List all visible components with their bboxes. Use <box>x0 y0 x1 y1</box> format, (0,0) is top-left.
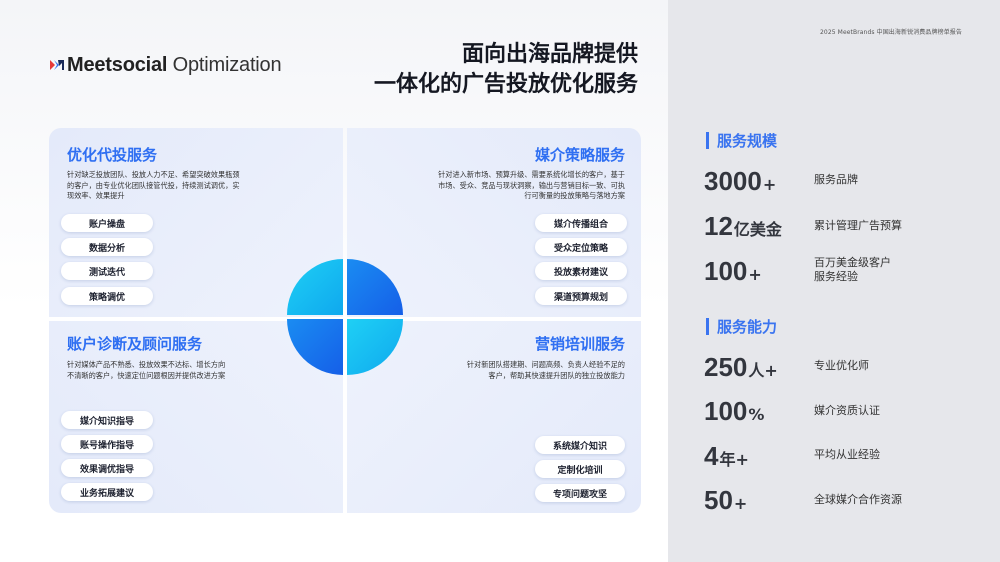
service-tag: 专项问题攻坚 <box>535 484 625 502</box>
stat-unit: % <box>748 405 765 424</box>
stat-number: 100 <box>704 256 748 286</box>
stat-million-clients: 100 + <box>704 256 762 287</box>
headline: 面向出海品牌提供 一体化的广告投放优化服务 <box>374 40 638 100</box>
section-title: 服务规模 <box>717 132 778 150</box>
quadrant-account-diagnosis: 账户诊断及顾问服务 针对媒体产品不熟悉、投放效果不达标、增长方向 不清晰的客户，… <box>49 321 343 513</box>
stat-label: 服务品牌 <box>814 173 858 186</box>
right-panel <box>668 0 1000 562</box>
logo-text-bold: Meetsocial <box>67 53 168 76</box>
quadrant-desc: 针对进入新市场、预算升级、需要系统化增长的客户，基于 市场、受众、竞品与现状洞察… <box>361 170 625 202</box>
stat-label: 平均从业经验 <box>814 448 880 461</box>
desc-line: 针对新团队搭建期、问题高频、负责人经验不足的 <box>466 360 625 369</box>
service-tag: 账户操盘 <box>61 214 153 232</box>
stat-unit: + <box>748 265 762 284</box>
stat-unit: 亿美金 <box>733 220 782 239</box>
headline-line-2: 一体化的广告投放优化服务 <box>373 72 638 97</box>
headline-line-1: 面向出海品牌提供 <box>461 42 638 67</box>
service-tag: 效果调优指导 <box>61 459 153 477</box>
circle-quarter-top-left <box>287 259 343 315</box>
service-tag: 测试迭代 <box>61 262 153 280</box>
quadrant-desc: 针对新团队搭建期、问题高频、负责人经验不足的 客户，帮助其快速提升团队的独立投放… <box>361 360 625 381</box>
stat-number: 12 <box>704 211 733 241</box>
stat-unit: + <box>733 494 748 513</box>
stat-label: 百万美金级客户 服务经验 <box>814 256 891 284</box>
quadrant-circle-graphic <box>287 259 403 375</box>
stat-number: 3000 <box>704 166 762 196</box>
service-tag: 业务拓展建议 <box>61 483 153 501</box>
service-tag: 媒介知识指导 <box>61 411 153 429</box>
service-tag: 账号操作指导 <box>61 435 153 453</box>
section-capability-header: 服务能力 <box>706 316 777 337</box>
stat-certification: 100 % <box>704 396 764 427</box>
stat-brands: 3000 + <box>704 166 776 197</box>
section-scale-header: 服务规模 <box>706 130 777 151</box>
desc-line: 现效率、效果提升 <box>67 191 125 200</box>
service-quadrant-board: 优化代投服务 针对缺乏投放团队、投放人力不足、希望突破效果瓶颈 的客户，由专业优… <box>49 128 641 513</box>
quadrant-title: 账户诊断及顾问服务 <box>67 335 203 353</box>
quadrant-title: 优化代投服务 <box>67 146 158 164</box>
stat-label: 专业优化师 <box>814 359 869 372</box>
stat-number: 4 <box>704 441 719 471</box>
quadrant-desc: 针对媒体产品不熟悉、投放效果不达标、增长方向 不清晰的客户，快速定位问题根因并提… <box>67 360 327 381</box>
stat-label: 累计管理广告预算 <box>814 219 902 232</box>
logo-text-light: Optimization <box>167 53 282 76</box>
service-tag: 渠道预算规划 <box>535 287 627 305</box>
section-accent-bar <box>706 132 709 149</box>
stat-label: 全球媒介合作资源 <box>814 493 902 506</box>
service-tag: 投放素材建议 <box>535 262 627 280</box>
logo-text: Meetsocial Optimization <box>67 53 282 77</box>
stat-label-line: 百万美金级客户 <box>814 256 891 269</box>
service-tag: 数据分析 <box>61 238 153 256</box>
circle-quarter-top-right <box>347 259 403 315</box>
stat-optimizers: 250 人+ <box>704 352 778 383</box>
quadrant-desc: 针对缺乏投放团队、投放人力不足、希望突破效果瓶颈 的客户，由专业优化团队接管代投… <box>67 170 327 202</box>
desc-line: 针对缺乏投放团队、投放人力不足、希望突破效果瓶颈 <box>67 170 240 179</box>
desc-line: 针对媒体产品不熟悉、投放效果不达标、增长方向 <box>67 360 226 369</box>
desc-line: 针对进入新市场、预算升级、需要系统化增长的客户，基于 <box>438 170 625 179</box>
stat-number: 250 <box>704 352 748 382</box>
circle-quarter-bottom-left <box>287 319 343 375</box>
section-title: 服务能力 <box>717 318 778 336</box>
report-title: 2025 MeetBrands 中国出海新锐消费品牌榜单报告 <box>820 29 962 36</box>
stat-unit: 年+ <box>719 450 749 469</box>
stat-label-line: 服务经验 <box>814 270 858 283</box>
meetsocial-logo-icon <box>50 60 64 70</box>
desc-line: 客户，帮助其快速提升团队的独立投放能力 <box>488 370 625 380</box>
desc-line: 行可衡量的投放策略与落地方案 <box>524 191 625 200</box>
circle-quarter-bottom-right <box>347 319 403 375</box>
quadrant-managed-ads: 优化代投服务 针对缺乏投放团队、投放人力不足、希望突破效果瓶颈 的客户，由专业优… <box>49 128 343 317</box>
desc-line: 不清晰的客户，快速定位问题根因并提供改进方案 <box>67 370 226 380</box>
stat-number: 100 <box>704 396 748 426</box>
stat-label: 媒介资质认证 <box>814 404 880 417</box>
service-tag: 策略调优 <box>61 287 153 305</box>
section-accent-bar <box>706 318 709 335</box>
stat-media-partners: 50 + <box>704 485 747 516</box>
desc-line: 市场、受众、竞品与现状洞察，输出与营销目标一致、可执 <box>438 180 625 190</box>
quadrant-media-strategy: 媒介策略服务 针对进入新市场、预算升级、需要系统化增长的客户，基于 市场、受众、… <box>347 128 641 317</box>
stat-unit: + <box>762 175 777 194</box>
stat-number: 50 <box>704 485 733 515</box>
service-tag: 定制化培训 <box>535 460 625 478</box>
quadrant-marketing-training: 营销培训服务 针对新团队搭建期、问题高频、负责人经验不足的 客户，帮助其快速提升… <box>347 321 641 513</box>
service-tag: 受众定位策略 <box>535 238 627 256</box>
quadrant-title: 营销培训服务 <box>534 335 625 353</box>
stat-ad-budget: 12 亿美金 <box>704 211 782 242</box>
stat-unit: 人+ <box>748 361 778 380</box>
stat-experience: 4 年+ <box>704 441 749 472</box>
service-tag: 系统媒介知识 <box>535 436 625 454</box>
logo: Meetsocial Optimization <box>49 53 282 77</box>
quadrant-title: 媒介策略服务 <box>534 146 625 164</box>
service-tag: 媒介传播组合 <box>535 214 627 232</box>
desc-line: 的客户，由专业优化团队接管代投，持续测试调优，实 <box>67 180 240 190</box>
